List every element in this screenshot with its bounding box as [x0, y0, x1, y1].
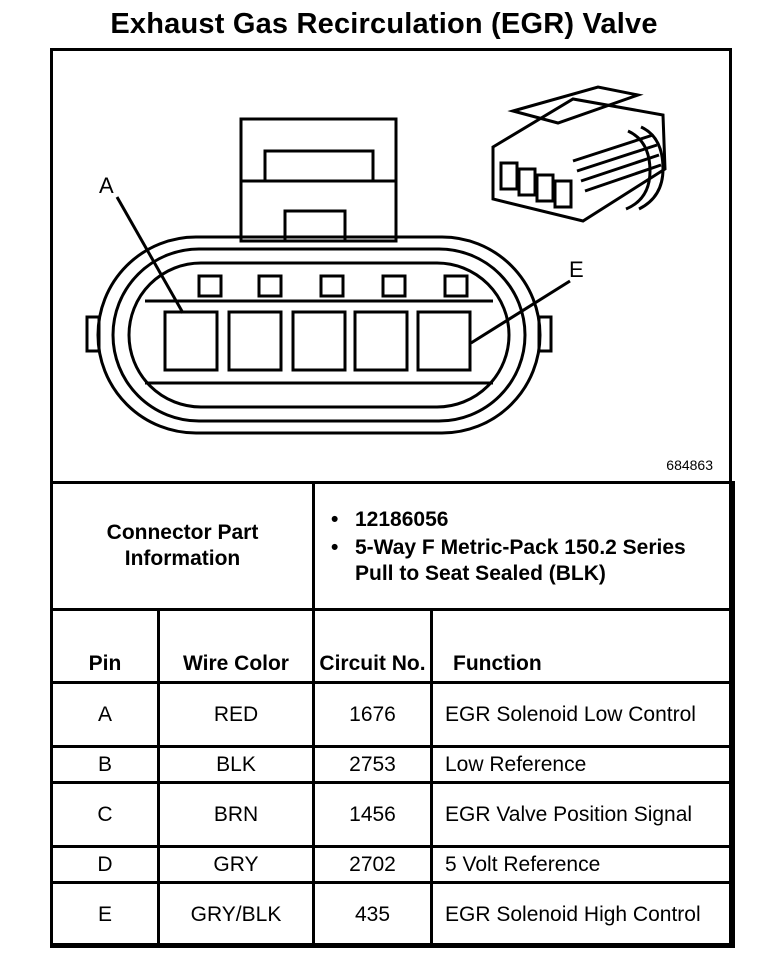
circuit-cell: 2753	[312, 745, 433, 784]
header-pin: Pin	[50, 608, 160, 684]
circuit-cell: 435	[312, 881, 433, 948]
function-cell: EGR Solenoid Low Control	[430, 681, 735, 748]
wire-color-cell: RED	[157, 681, 315, 748]
table-row: A RED 1676 EGR Solenoid Low Control	[50, 681, 735, 748]
table-row: E GRY/BLK 435 EGR Solenoid High Control	[50, 881, 735, 948]
pin-table-header: Pin Wire Color Circuit No. Function	[50, 608, 735, 684]
circuit-cell: 1456	[312, 781, 433, 848]
connector-info-table: Connector Part Information 12186056 5-Wa…	[50, 481, 735, 611]
pin-cell: D	[50, 845, 160, 884]
table-row: D GRY 2702 5 Volt Reference	[50, 845, 735, 884]
page-title: Exhaust Gas Recirculation (EGR) Valve	[110, 8, 658, 40]
table-row: C BRN 1456 EGR Valve Position Signal	[50, 781, 735, 848]
connector-face-drawing	[85, 85, 667, 435]
circuit-cell: 1676	[312, 681, 433, 748]
function-cell: EGR Valve Position Signal	[430, 781, 735, 848]
header-wire-color: Wire Color	[157, 608, 315, 684]
connector-info-list: 12186056 5-Way F Metric-Pack 150.2 Serie…	[315, 499, 732, 593]
pin-cell: B	[50, 745, 160, 784]
callout-label-a: A	[99, 173, 114, 198]
figure-id: 684863	[666, 457, 713, 473]
pin-table: Pin Wire Color Circuit No. Function A RE…	[50, 608, 735, 948]
pin-cell: C	[50, 781, 160, 848]
pin-cell: E	[50, 881, 160, 948]
wire-color-cell: BRN	[157, 781, 315, 848]
wire-color-cell: BLK	[157, 745, 315, 784]
header-function: Function	[430, 608, 735, 684]
connector-info-label: Connector Part Information	[50, 481, 315, 611]
table-row: B BLK 2753 Low Reference	[50, 745, 735, 784]
connector-description: 5-Way F Metric-Pack 150.2 Series Pull to…	[327, 535, 722, 587]
pin-cell: A	[50, 681, 160, 748]
header-circuit-no: Circuit No.	[312, 608, 433, 684]
connector-diagram: A E 684863	[53, 51, 729, 481]
function-cell: EGR Solenoid High Control	[430, 881, 735, 948]
connector-info-details: 12186056 5-Way F Metric-Pack 150.2 Serie…	[312, 481, 735, 611]
callout-label-e: E	[569, 257, 584, 282]
wire-color-cell: GRY	[157, 845, 315, 884]
wire-color-cell: GRY/BLK	[157, 881, 315, 948]
function-cell: 5 Volt Reference	[430, 845, 735, 884]
connector-part-number: 12186056	[327, 507, 722, 533]
function-cell: Low Reference	[430, 745, 735, 784]
circuit-cell: 2702	[312, 845, 433, 884]
